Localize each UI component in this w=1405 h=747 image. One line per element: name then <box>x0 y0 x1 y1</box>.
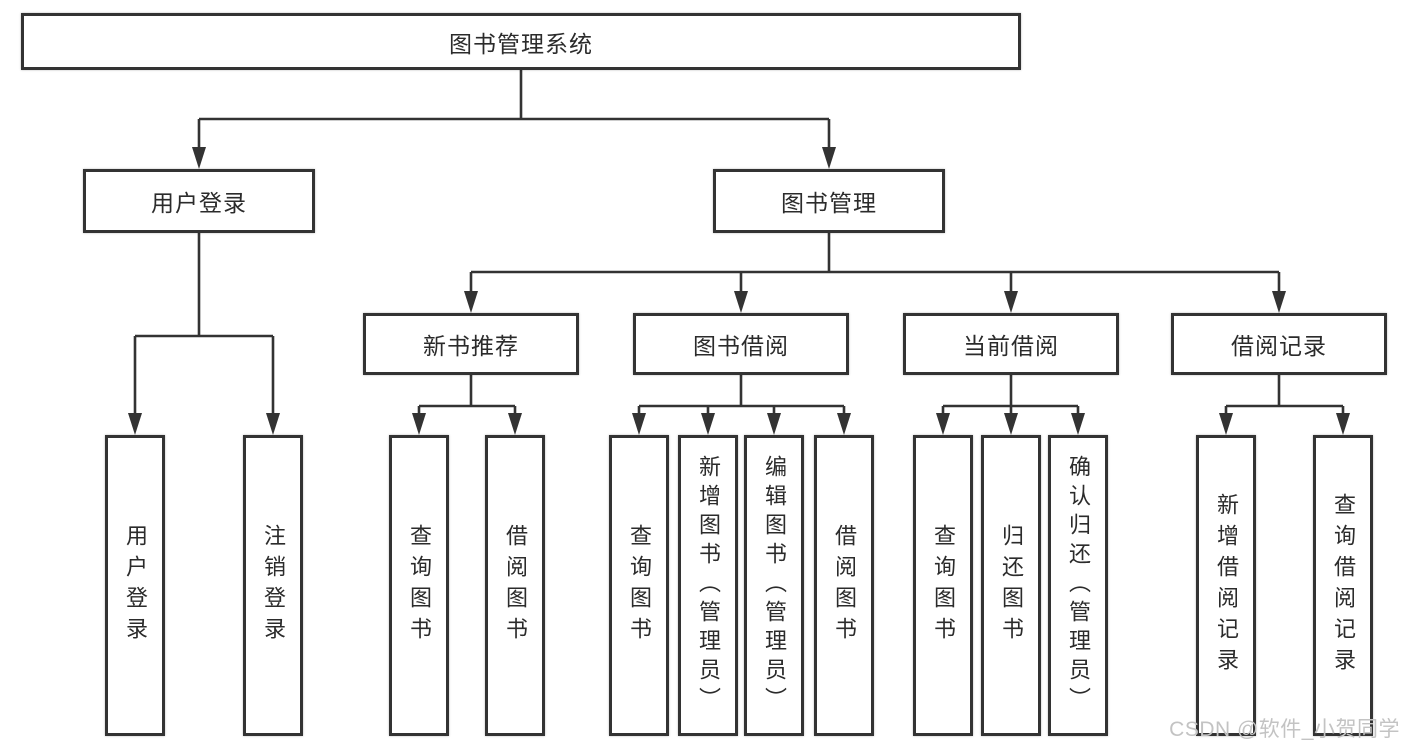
node-leaf-query-books-borrow-label: 查询图书 <box>627 523 652 648</box>
node-user-login: 用户登录 <box>83 169 315 233</box>
node-leaf-add-borrow-record: 新增借阅记录 <box>1196 435 1256 736</box>
node-leaf-borrow-books: 借阅图书 <box>814 435 874 736</box>
node-leaf-query-books-recommend: 查询图书 <box>389 435 449 736</box>
node-leaf-user-login: 用户登录 <box>105 435 165 736</box>
node-current-borrow-label: 当前借阅 <box>963 333 1059 359</box>
node-leaf-user-login-label: 用户登录 <box>123 523 148 648</box>
node-leaf-confirm-return-admin-label: 确认归还（管理员） <box>1066 455 1091 716</box>
node-leaf-query-books-current-label: 查询图书 <box>931 523 956 648</box>
csdn-watermark: CSDN @软件_小贺同学 <box>1169 718 1400 741</box>
node-leaf-query-books-borrow: 查询图书 <box>609 435 669 736</box>
node-book-borrow-label: 图书借阅 <box>693 333 789 359</box>
node-new-book-recommend: 新书推荐 <box>363 313 579 375</box>
node-leaf-query-books-recommend-label: 查询图书 <box>407 523 432 648</box>
node-leaf-add-book-admin: 新增图书（管理员） <box>678 435 738 736</box>
node-leaf-add-book-admin-label: 新增图书（管理员） <box>696 455 721 716</box>
node-borrow-records: 借阅记录 <box>1171 313 1387 375</box>
node-leaf-confirm-return-admin: 确认归还（管理员） <box>1048 435 1108 736</box>
node-current-borrow: 当前借阅 <box>903 313 1119 375</box>
node-new-book-recommend-label: 新书推荐 <box>423 333 519 359</box>
node-leaf-query-borrow-record-label: 查询借阅记录 <box>1331 492 1356 679</box>
node-book-management: 图书管理 <box>713 169 945 233</box>
node-leaf-edit-book-admin: 编辑图书（管理员） <box>744 435 804 736</box>
node-leaf-borrow-books-label: 借阅图书 <box>832 523 857 648</box>
node-leaf-query-borrow-record: 查询借阅记录 <box>1313 435 1373 736</box>
node-root-label: 图书管理系统 <box>449 30 593 57</box>
node-root-library-system: 图书管理系统 <box>21 13 1021 70</box>
node-user-login-label: 用户登录 <box>151 190 247 216</box>
node-leaf-logout-label: 注销登录 <box>261 523 286 648</box>
node-book-management-label: 图书管理 <box>781 190 877 216</box>
node-leaf-add-borrow-record-label: 新增借阅记录 <box>1214 492 1239 679</box>
node-leaf-borrow-books-recommend: 借阅图书 <box>485 435 545 736</box>
node-leaf-return-book: 归还图书 <box>981 435 1041 736</box>
node-leaf-borrow-books-recommend-label: 借阅图书 <box>503 523 528 648</box>
node-leaf-query-books-current: 查询图书 <box>913 435 973 736</box>
node-leaf-return-book-label: 归还图书 <box>999 523 1024 648</box>
node-borrow-records-label: 借阅记录 <box>1231 333 1327 359</box>
node-book-borrow: 图书借阅 <box>633 313 849 375</box>
node-leaf-logout: 注销登录 <box>243 435 303 736</box>
node-leaf-edit-book-admin-label: 编辑图书（管理员） <box>762 455 787 716</box>
arrowheads <box>128 147 1350 435</box>
